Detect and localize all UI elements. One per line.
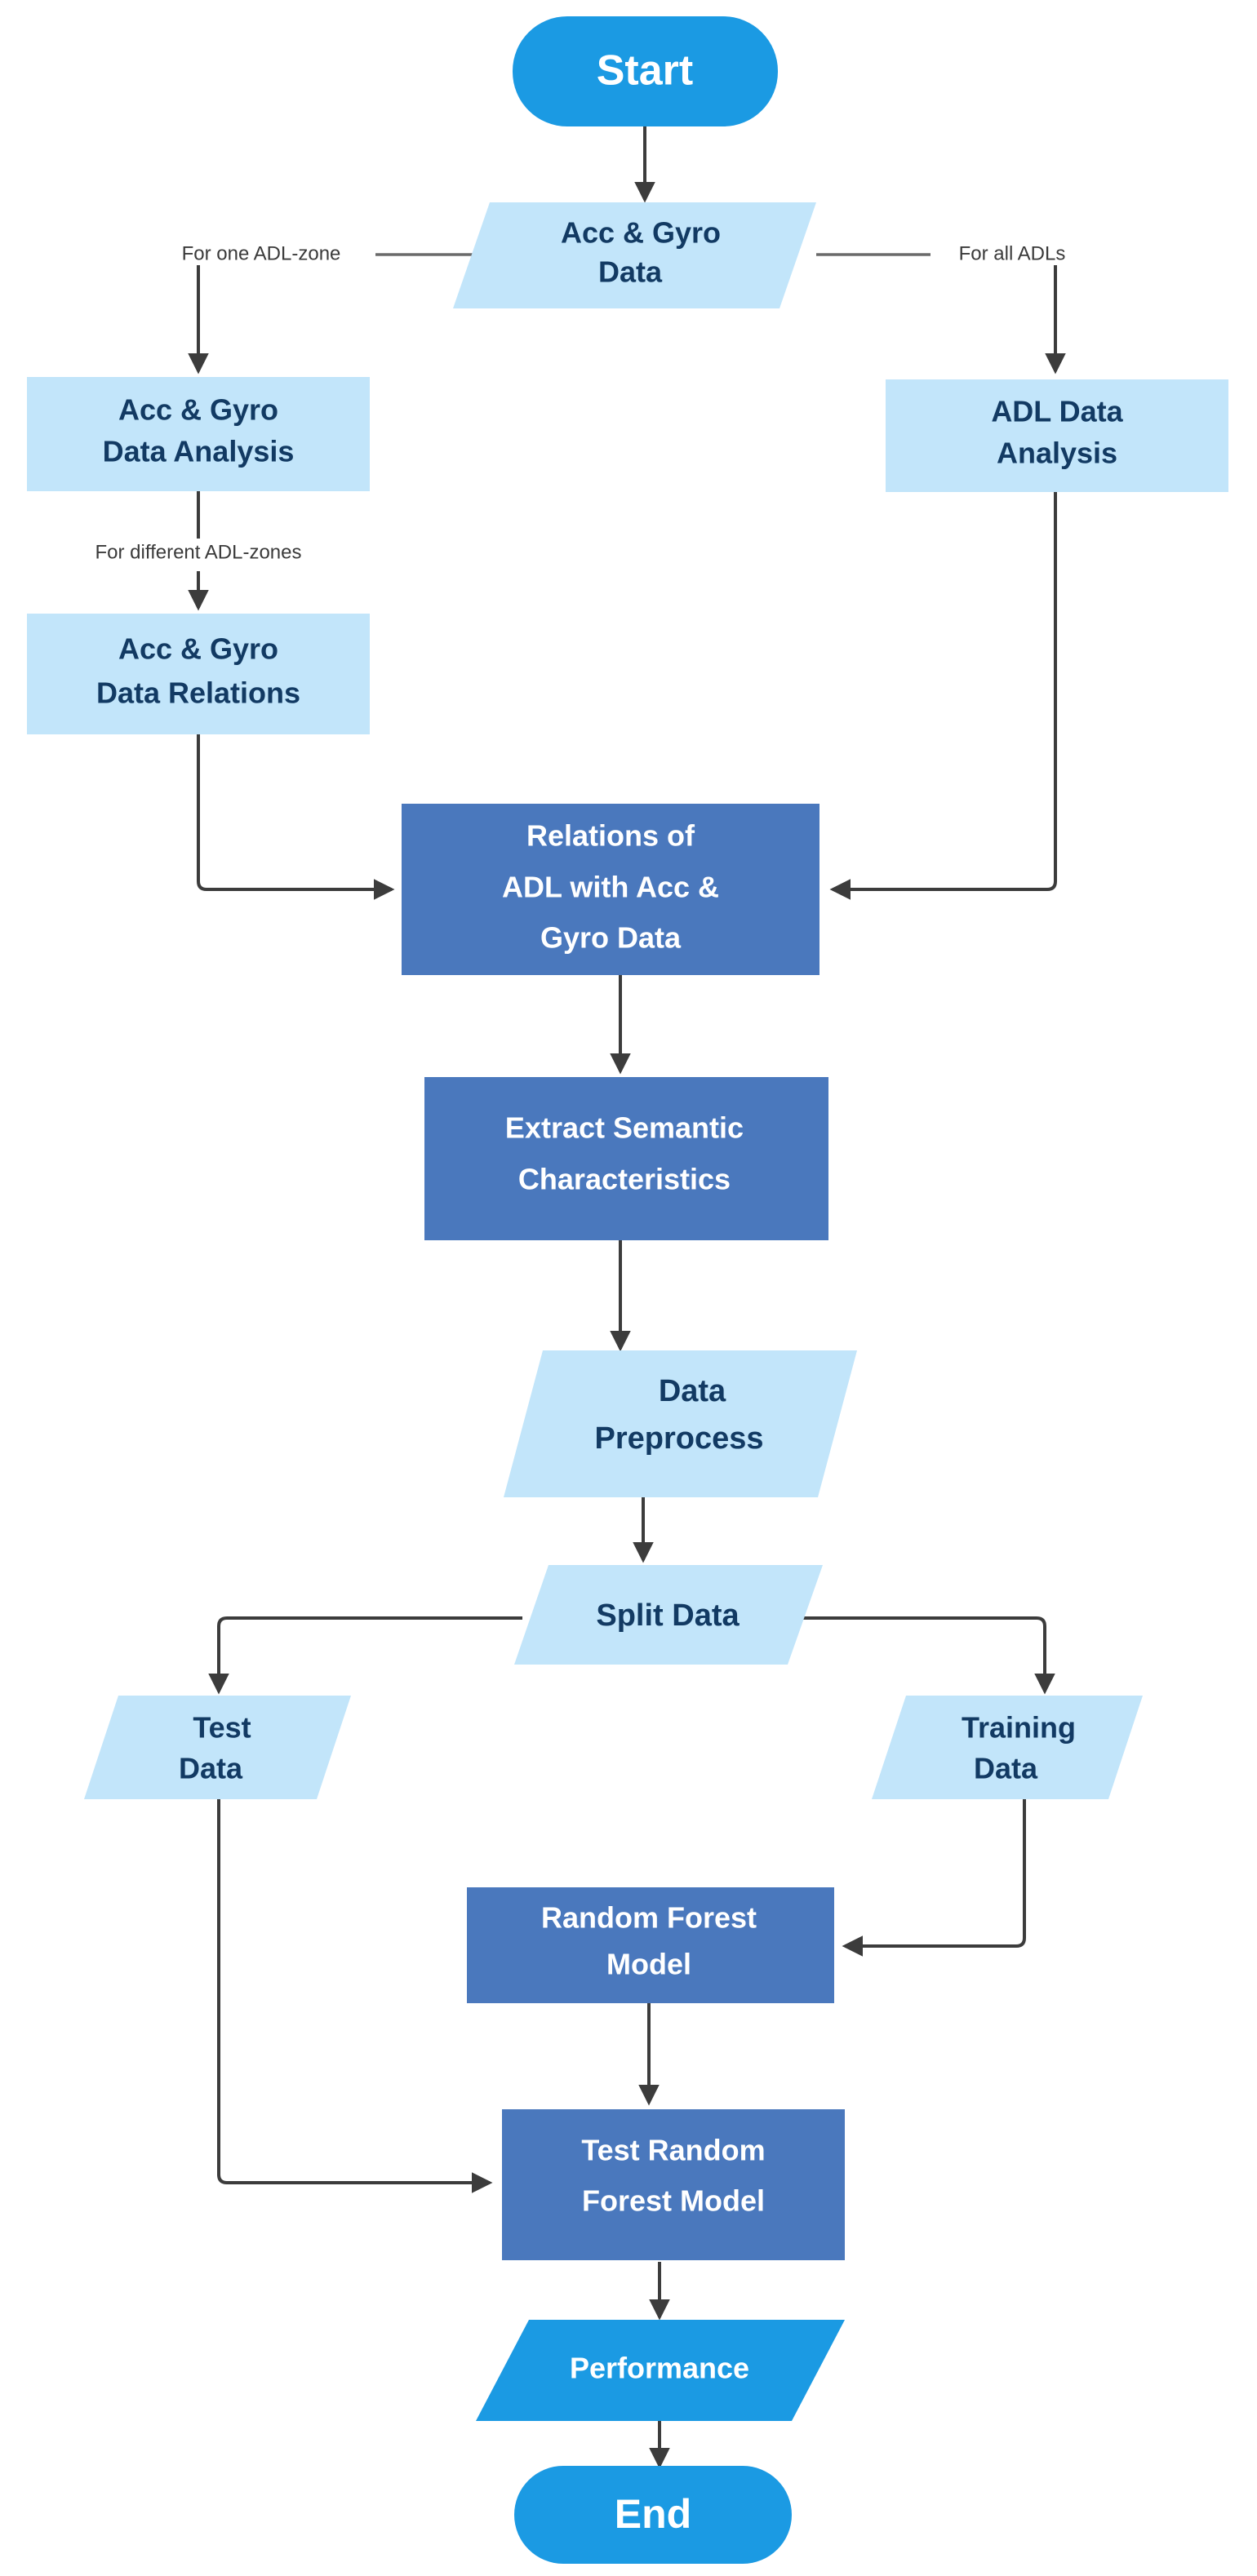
node-training-data[interactable]: Training Data [872,1696,1143,1799]
acc-gyro-data-label-line1: Acc & Gyro [561,216,721,250]
acc-gyro-analysis-label-line2: Data Analysis [103,435,295,468]
node-data-preprocess[interactable]: Data Preprocess [504,1350,857,1497]
performance-label: Performance [570,2352,749,2385]
split-data-shape [514,1565,823,1665]
node-relations-of-adl-with-acc-gyro-data[interactable]: Relations of ADL with Acc & Gyro Data [402,804,819,975]
node-acc-gyro-data[interactable]: Acc & Gyro Data [453,202,816,308]
extract-semantic-label-line2: Characteristics [518,1163,731,1196]
edge-test-data-to-test-rf [217,1799,493,2193]
end-label: End [615,2491,691,2537]
rel-adl-acc-shape [402,804,819,975]
start-shape [513,16,778,126]
adl-data-analysis-label-line1: ADL Data [991,395,1123,428]
test-data-shape [84,1696,351,1799]
data-preprocess-shape [504,1350,857,1497]
data-preprocess-label-line1: Data [659,1374,726,1408]
rel-adl-acc-label-line2: ADL with Acc & [502,871,719,904]
acc-gyro-analysis-shape [27,377,370,491]
node-random-forest-model[interactable]: Random Forest Model [467,1887,834,2003]
random-forest-model-label-line2: Model [606,1948,691,1981]
edge-relations-to-rel-adl [197,734,395,900]
split-data-label: Split Data [596,1598,740,1633]
test-random-forest-model-label-line2: Forest Model [582,2184,765,2218]
rel-adl-acc-label-line1: Relations of [526,819,695,853]
node-extract-semantic-characteristics[interactable]: Extract Semantic Characteristics [424,1077,828,1240]
node-end[interactable]: End [514,2466,792,2564]
node-test-random-forest-model[interactable]: Test Random Forest Model [502,2109,845,2260]
edge-split-to-training-data [788,1616,1055,1695]
training-data-label-line2: Data [974,1752,1038,1785]
node-split-data[interactable]: Split Data [514,1565,823,1665]
start-label: Start [597,47,693,95]
extract-semantic-shape [424,1077,828,1240]
acc-gyro-data-label-line2: Data [598,255,663,289]
node-acc-gyro-data-analysis[interactable]: Acc & Gyro Data Analysis [27,377,370,491]
random-forest-model-shape [467,1887,834,2003]
data-preprocess-label-line2: Preprocess [594,1421,763,1456]
edge-split-to-test-data [208,1616,522,1695]
end-shape [514,2466,792,2564]
edge-training-to-rf-model [842,1799,1026,1957]
test-data-label-line2: Data [179,1752,243,1785]
acc-gyro-relations-label-line1: Acc & Gyro [118,632,278,666]
training-data-shape [872,1696,1143,1799]
acc-gyro-analysis-label-line1: Acc & Gyro [118,393,278,427]
edge-label-for-one-adl-zone: For one ADL-zone [182,242,341,264]
edge-label-for-different-adl-zones: For different ADL-zones [95,541,301,563]
performance-shape [476,2320,845,2421]
test-random-forest-model-shape [502,2109,845,2260]
test-data-label-line1: Test [193,1711,251,1745]
extract-semantic-label-line1: Extract Semantic [505,1111,744,1145]
connector-layer [188,126,1066,2469]
adl-data-analysis-shape [886,379,1228,492]
adl-data-analysis-label-line2: Analysis [997,437,1117,470]
node-test-data[interactable]: Test Data [84,1696,351,1799]
acc-gyro-relations-shape [27,614,370,734]
edge-adl-analysis-to-rel-adl [829,491,1057,900]
acc-gyro-data-shape [453,202,816,308]
rel-adl-acc-label-line3: Gyro Data [540,921,682,955]
random-forest-model-label-line1: Random Forest [541,1901,757,1935]
edge-label-for-all-adls: For all ADLs [959,242,1066,264]
node-performance[interactable]: Performance [476,2320,845,2421]
node-acc-gyro-data-relations[interactable]: Acc & Gyro Data Relations [27,614,370,734]
test-random-forest-model-label-line1: Test Random [581,2134,765,2167]
training-data-label-line1: Training [962,1711,1076,1745]
node-adl-data-analysis[interactable]: ADL Data Analysis [886,379,1228,492]
acc-gyro-relations-label-line2: Data Relations [96,676,300,710]
node-start[interactable]: Start [513,16,778,126]
